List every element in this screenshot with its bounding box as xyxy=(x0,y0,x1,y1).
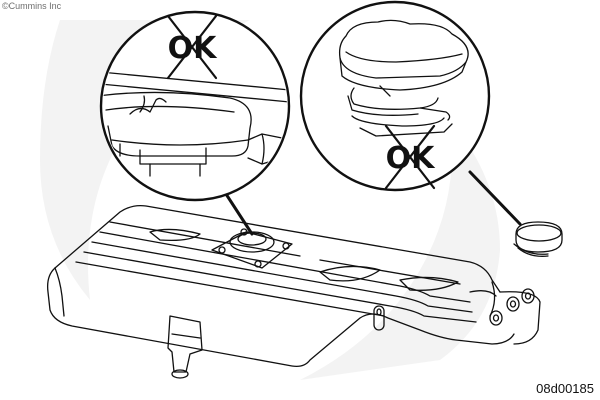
crossed-out-ok-icon: OK xyxy=(384,124,436,190)
copyright-notice: ©Cummins Inc xyxy=(2,1,62,11)
left-callout-magnifier: OK xyxy=(99,10,291,202)
right-callout-magnifier: OK xyxy=(299,0,491,192)
cummins-logo-watermark xyxy=(40,20,500,380)
loose-pressure-cap xyxy=(513,221,563,257)
left-callout-leader xyxy=(224,192,254,236)
right-callout-leader xyxy=(468,170,522,226)
crossed-out-ok-icon: OK xyxy=(166,14,218,80)
coolant-tank xyxy=(47,204,541,379)
figure-number: 08d00185 xyxy=(536,381,594,396)
